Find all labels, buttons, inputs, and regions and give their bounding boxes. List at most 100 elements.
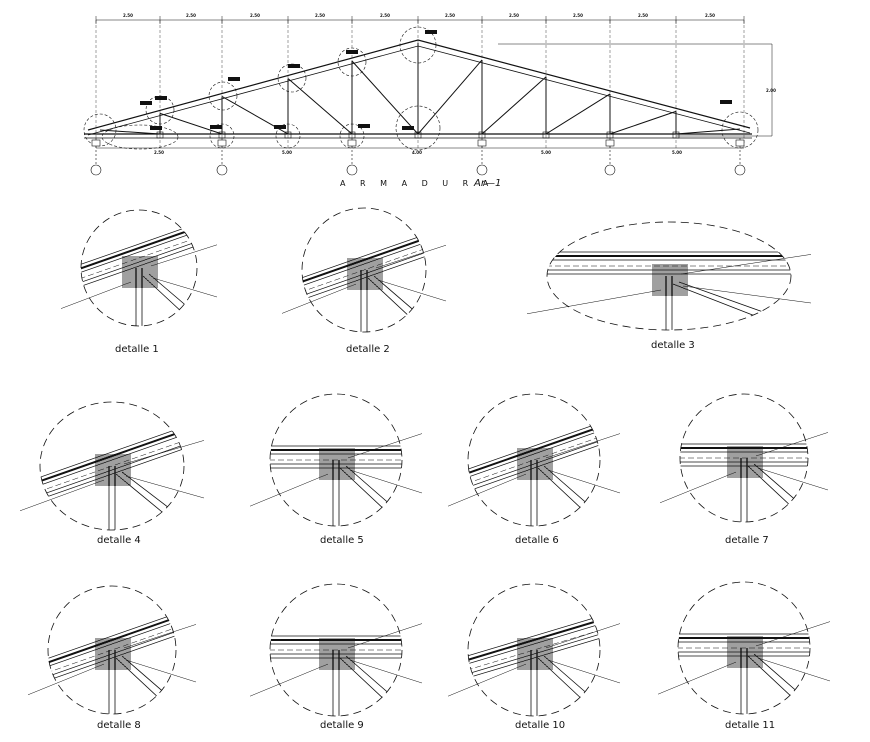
detail-9: detalle 9 [249, 583, 423, 731]
leader-line [249, 473, 329, 507]
leader-line [123, 440, 205, 465]
detail-outline [679, 393, 809, 523]
detail-label: detalle 9 [320, 720, 364, 731]
leader-line [349, 469, 423, 494]
chord-line [468, 419, 600, 473]
truss-title: A R M A D U R A [340, 179, 494, 188]
leader-line [659, 471, 737, 504]
gusset [414, 131, 422, 139]
gusset [542, 131, 550, 139]
callout-tag [288, 64, 300, 68]
web-diagonal [545, 93, 611, 135]
dim-bottom-label: 5.00 [282, 150, 292, 155]
chord-line [48, 609, 176, 663]
detail-outline [677, 581, 811, 715]
chord-axis [48, 623, 176, 677]
leader-line [20, 428, 102, 462]
axis-bubble [346, 164, 358, 176]
detail-6: detalle 6 [447, 393, 621, 546]
axis-bubble [216, 164, 228, 176]
dim-top-label: 2.50 [186, 13, 196, 18]
dim-top-label: 2.50 [250, 13, 260, 18]
support-plate [347, 139, 357, 147]
detail-outline [301, 207, 427, 333]
dim-bottom-label: 2.50 [154, 150, 164, 155]
detail-label: detalle 2 [346, 344, 390, 355]
leader-line [125, 659, 197, 683]
truss-code: Ar—1 [473, 178, 501, 189]
detail-4: detalle 4 [19, 401, 205, 546]
leader-line [447, 663, 527, 697]
callout-tag [228, 77, 240, 81]
leader-line [19, 479, 105, 512]
dim-top-label: 2.50 [638, 13, 648, 18]
callout-tag [402, 126, 414, 130]
leader-line [657, 661, 737, 695]
web-diagonal [678, 281, 791, 325]
detail-outline [39, 401, 185, 531]
detail-11: detalle 11 [657, 581, 831, 731]
chord-line [302, 230, 426, 282]
detail-outline [80, 209, 198, 327]
leader-line [150, 244, 218, 267]
detail-label: detalle 4 [97, 535, 141, 546]
detail-content [270, 445, 402, 526]
detail-label: detalle 11 [725, 720, 775, 731]
detail-content [468, 419, 600, 526]
detail-label: detalle 10 [515, 720, 565, 731]
detail-content [40, 422, 184, 530]
callout-tag [150, 126, 162, 130]
web-diagonal [287, 78, 353, 135]
web-diagonal [115, 473, 184, 530]
callout-tag [720, 100, 732, 104]
detail-content [678, 633, 810, 714]
chord-line [81, 227, 197, 277]
leader-line [757, 657, 831, 682]
detail-outline [467, 393, 601, 527]
callout-tag [140, 101, 152, 105]
web-end [675, 128, 741, 135]
callout-tag [274, 125, 286, 129]
detail-content [468, 612, 600, 716]
gusset [284, 131, 292, 139]
callout-tag [210, 125, 222, 129]
detail-label: detalle 6 [515, 535, 559, 546]
leader-line [349, 659, 423, 684]
detail-label: detalle 5 [320, 535, 364, 546]
chord-line [468, 612, 600, 660]
web-diagonal [481, 76, 547, 135]
truss-elevation [83, 16, 773, 176]
detail-10: detalle 10 [447, 583, 621, 731]
height-dim: 2.00 [766, 88, 776, 93]
axis-bubble [90, 164, 102, 176]
leader-line [249, 663, 329, 697]
detail-5: detalle 5 [249, 393, 423, 546]
leader-line [448, 610, 524, 646]
detail-3: detalle 3 [526, 221, 812, 351]
dim-bottom-label: 5.00 [672, 150, 682, 155]
leader-line [375, 244, 447, 269]
leader-line [152, 277, 218, 298]
leader-line [447, 473, 527, 507]
leader-line [680, 254, 812, 275]
leader-line [347, 433, 423, 459]
dim-bottom-label: 4.00 [412, 150, 422, 155]
web-diagonal [142, 275, 197, 326]
dim-top-label: 2.50 [315, 13, 325, 18]
web-diagonal [417, 59, 483, 135]
leader-line [545, 433, 621, 459]
detail-outline [47, 585, 177, 715]
leader-line [27, 663, 105, 696]
detail-content [680, 443, 808, 522]
web-diagonal [148, 273, 197, 321]
gusset [672, 131, 680, 139]
dim-top-label: 2.50 [705, 13, 715, 18]
axis-bubble [734, 164, 746, 176]
detail-content [81, 219, 197, 326]
dim-bottom-label: 5.00 [541, 150, 551, 155]
web-end [99, 129, 161, 135]
detail-label: detalle 3 [651, 340, 695, 351]
detail-label: detalle 8 [97, 720, 141, 731]
